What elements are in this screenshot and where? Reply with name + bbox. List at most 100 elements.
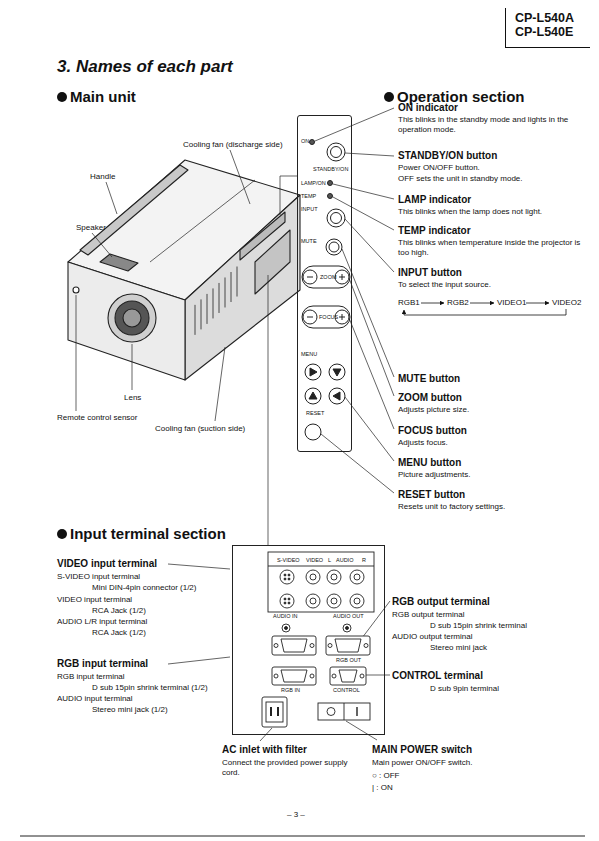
panel-marking: AUDIO OUT	[333, 614, 364, 620]
projector-illustration	[255, 230, 290, 294]
panel-marking: VIDEO	[306, 558, 323, 564]
leader-line	[106, 182, 117, 214]
operation-panel-controls	[326, 239, 342, 255]
part-note: VIDEO2	[552, 298, 581, 308]
part-name: RGB input terminal	[57, 658, 148, 670]
part-name: MAIN POWER switch	[372, 744, 472, 756]
terminal-panel-parts	[350, 594, 364, 608]
operation-panel-controls	[342, 314, 343, 320]
operation-panel: ONSTANDBY/ONLAMP/ONTEMPINPUTMUTEZOOMFOCU…	[297, 115, 352, 452]
operation-panel-controls	[333, 369, 341, 376]
terminal-panel-parts	[331, 574, 337, 580]
part-note: Cooling fan (suction side)	[155, 424, 245, 434]
projector-illustration	[68, 160, 300, 380]
projector-illustration	[123, 309, 141, 327]
input-sequence-arrow	[404, 303, 566, 315]
part-note: Remote control sensor	[57, 413, 137, 423]
part-note: ○ : OFF	[372, 771, 400, 781]
part-name: ZOOM button	[398, 392, 462, 404]
section-bullet	[57, 92, 67, 102]
leader-line	[20, 836, 585, 837]
operation-panel-controls	[305, 364, 321, 380]
panel-marking: TEMP	[301, 194, 316, 200]
panel-marking: R	[362, 558, 366, 564]
terminal-panel-parts	[272, 636, 316, 655]
section-heading: Input terminal section	[70, 525, 226, 542]
terminal-panel-parts	[280, 570, 294, 584]
part-note: D sub 9pin terminal	[430, 684, 499, 694]
panel-marking: RGB IN	[281, 688, 300, 694]
terminal-panel-parts	[282, 624, 290, 632]
terminal-panel-parts	[280, 594, 294, 608]
part-note: Power ON/OFF button.	[398, 163, 480, 173]
panel-marking: INPUT	[301, 207, 318, 213]
terminal-panel-parts	[326, 636, 370, 655]
part-note: To select the input source.	[398, 280, 491, 290]
terminal-panel-parts	[306, 570, 320, 584]
section-bullet	[57, 529, 67, 539]
terminal-panel-parts	[356, 707, 357, 716]
terminal-panel-parts	[350, 570, 364, 584]
terminal-panel-parts	[262, 552, 374, 727]
part-note: AUDIO input terminal	[57, 694, 133, 704]
projector-illustration	[108, 294, 156, 342]
operation-panel-controls	[328, 194, 333, 199]
panel-marking: AUDIO IN	[273, 614, 297, 620]
operation-panel-controls	[329, 242, 339, 252]
projector-illustration	[225, 277, 226, 307]
terminal-panel-parts	[364, 644, 368, 648]
leader-line	[349, 278, 394, 396]
part-note: Adjusts focus.	[398, 438, 448, 448]
leader-line	[168, 564, 230, 569]
input-sequence-arrow	[404, 309, 566, 315]
leader-line	[315, 108, 394, 141]
projector-illustration	[73, 287, 79, 293]
leader-line	[349, 318, 394, 429]
leader-line	[280, 176, 297, 215]
part-note: RGB2	[447, 298, 469, 308]
input-sequence-arrow	[470, 303, 494, 304]
part-note: Lens	[124, 393, 141, 403]
terminal-panel-parts	[266, 702, 283, 722]
terminal-panel-parts	[270, 707, 272, 716]
operation-panel-controls	[303, 310, 317, 324]
terminal-panel-parts	[318, 703, 370, 720]
part-name: RGB output terminal	[392, 596, 490, 608]
panel-marking: MUTE	[301, 239, 317, 245]
terminal-panel-parts	[284, 578, 286, 580]
section-bullet	[384, 92, 394, 102]
projector-illustration	[195, 305, 196, 335]
operation-panel-controls	[327, 143, 345, 161]
input-sequence-arrow	[526, 303, 549, 304]
part-note: RGB output terminal	[392, 610, 464, 620]
operation-panel-controls	[302, 140, 350, 441]
part-note: Picture adjustments.	[398, 470, 470, 480]
leader-line	[168, 657, 230, 664]
terminal-panel-parts	[310, 674, 314, 678]
terminal-panel-parts	[344, 703, 345, 720]
projector-illustration	[231, 272, 232, 302]
projector-illustration	[100, 254, 138, 271]
terminal-panel-parts	[310, 598, 316, 604]
part-note: RCA Jack (1/2)	[92, 628, 146, 638]
terminal-panel-parts	[327, 594, 341, 608]
projector-illustration	[195, 267, 237, 335]
part-note: Adjusts picture size.	[398, 405, 469, 415]
panel-marking: AUDIO	[336, 558, 353, 564]
model-number: CP-L540A CP-L540E	[515, 11, 586, 40]
operation-panel-controls	[302, 266, 350, 288]
terminal-panel-parts	[354, 598, 360, 604]
operation-panel-controls	[305, 388, 321, 404]
operation-panel-controls	[303, 270, 317, 284]
leader-line	[132, 344, 133, 390]
part-note: | : ON	[372, 783, 393, 793]
part-name: VIDEO input terminal	[57, 558, 157, 570]
panel-marking: STANDBY/ON	[313, 167, 348, 173]
part-note: This blinks in the standby mode and ligh…	[398, 115, 588, 136]
section-heading: Main unit	[70, 88, 136, 105]
part-note: S-VIDEO input terminal	[57, 572, 140, 582]
projector-illustration	[115, 301, 149, 335]
panel-marking: MENU	[301, 352, 317, 358]
leader-line	[345, 397, 394, 461]
terminal-panel-parts	[262, 697, 287, 727]
